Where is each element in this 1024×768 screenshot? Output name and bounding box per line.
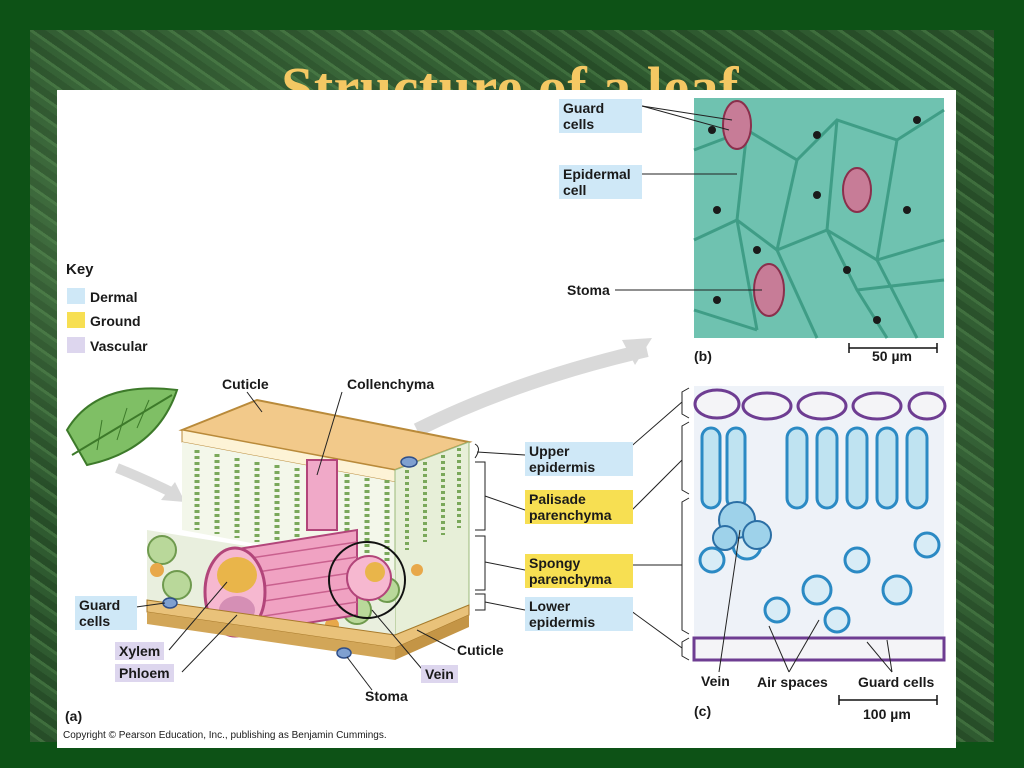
label-vein-c: Vein — [701, 673, 730, 689]
leaf-icon — [65, 387, 185, 502]
panel-letter-a: (a) — [65, 708, 83, 724]
panel-letter-b: (b) — [694, 348, 712, 364]
pointer-arrow-b — [413, 343, 649, 437]
scale-label-c: 100 µm — [863, 706, 911, 722]
key-label-vascular: Vascular — [90, 338, 148, 354]
figure-panel: Key Dermal Ground Vascular Cuticle Colle… — [57, 90, 956, 748]
label-cuticle-bottom: Cuticle — [457, 642, 504, 658]
label-stoma-b: Stoma — [567, 282, 610, 298]
label-upper-epidermis: Upper epidermis — [525, 442, 633, 476]
label-phloem: Phloem — [115, 664, 174, 682]
label-spongy-parenchyma: Spongy parenchyma — [525, 554, 633, 588]
key-label-ground: Ground — [90, 313, 141, 329]
copyright-notice: Copyright © Pearson Education, Inc., pub… — [63, 730, 387, 741]
label-guard-cells-b: Guard cells — [559, 99, 642, 133]
label-stoma-a: Stoma — [365, 688, 408, 704]
micrograph-b — [615, 98, 945, 353]
figure-drawing — [65, 98, 947, 705]
key-swatch-dermal — [67, 288, 85, 304]
panel-letter-c: (c) — [694, 703, 712, 719]
key-swatch-vascular — [67, 337, 85, 353]
key-swatch-ground — [67, 312, 85, 328]
leaf-block-a — [128, 391, 526, 691]
label-epidermal-cell: Epidermal cell — [559, 165, 642, 199]
label-air-spaces: Air spaces — [757, 674, 828, 690]
label-lower-epidermis: Lower epidermis — [525, 597, 633, 631]
label-xylem: Xylem — [115, 642, 165, 660]
label-palisade-parenchyma: Palisade parenchyma — [525, 490, 633, 524]
label-collenchyma: Collenchyma — [347, 376, 435, 392]
label-cuticle-top: Cuticle — [222, 376, 269, 392]
key-label-dermal: Dermal — [90, 289, 138, 305]
scale-label-b: 50 µm — [872, 348, 912, 364]
label-guard-cells-c: Guard cells — [858, 674, 935, 690]
key-heading: Key — [66, 261, 94, 278]
micrograph-c — [626, 386, 947, 705]
label-vein-a: Vein — [421, 665, 458, 683]
label-guard-cells-a: Guard cells — [75, 596, 137, 630]
